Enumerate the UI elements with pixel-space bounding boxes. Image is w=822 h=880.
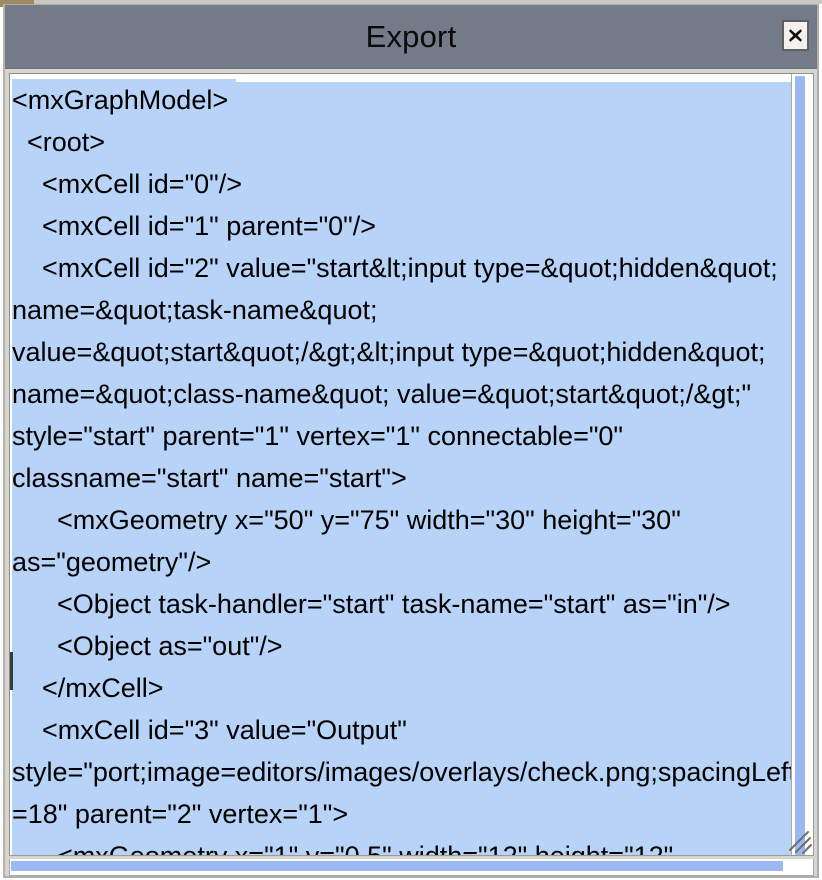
page-title: Export bbox=[365, 19, 457, 54]
backdrop-tan-strip bbox=[0, 0, 34, 7]
vertical-scrollbar-thumb[interactable] bbox=[795, 76, 805, 855]
close-icon[interactable] bbox=[782, 20, 809, 51]
horizontal-scrollbar-thumb[interactable] bbox=[11, 861, 783, 871]
backdrop-grey-strip bbox=[0, 0, 822, 4]
resize-grip-icon[interactable] bbox=[786, 828, 812, 854]
export-dialog: Export bbox=[3, 4, 819, 878]
vertical-scrollbar[interactable] bbox=[791, 74, 813, 855]
export-xml-textarea[interactable] bbox=[10, 79, 800, 855]
editor-content-area bbox=[9, 73, 814, 856]
horizontal-scrollbar[interactable] bbox=[9, 859, 814, 876]
dialog-title-bar[interactable]: Export bbox=[5, 5, 817, 69]
